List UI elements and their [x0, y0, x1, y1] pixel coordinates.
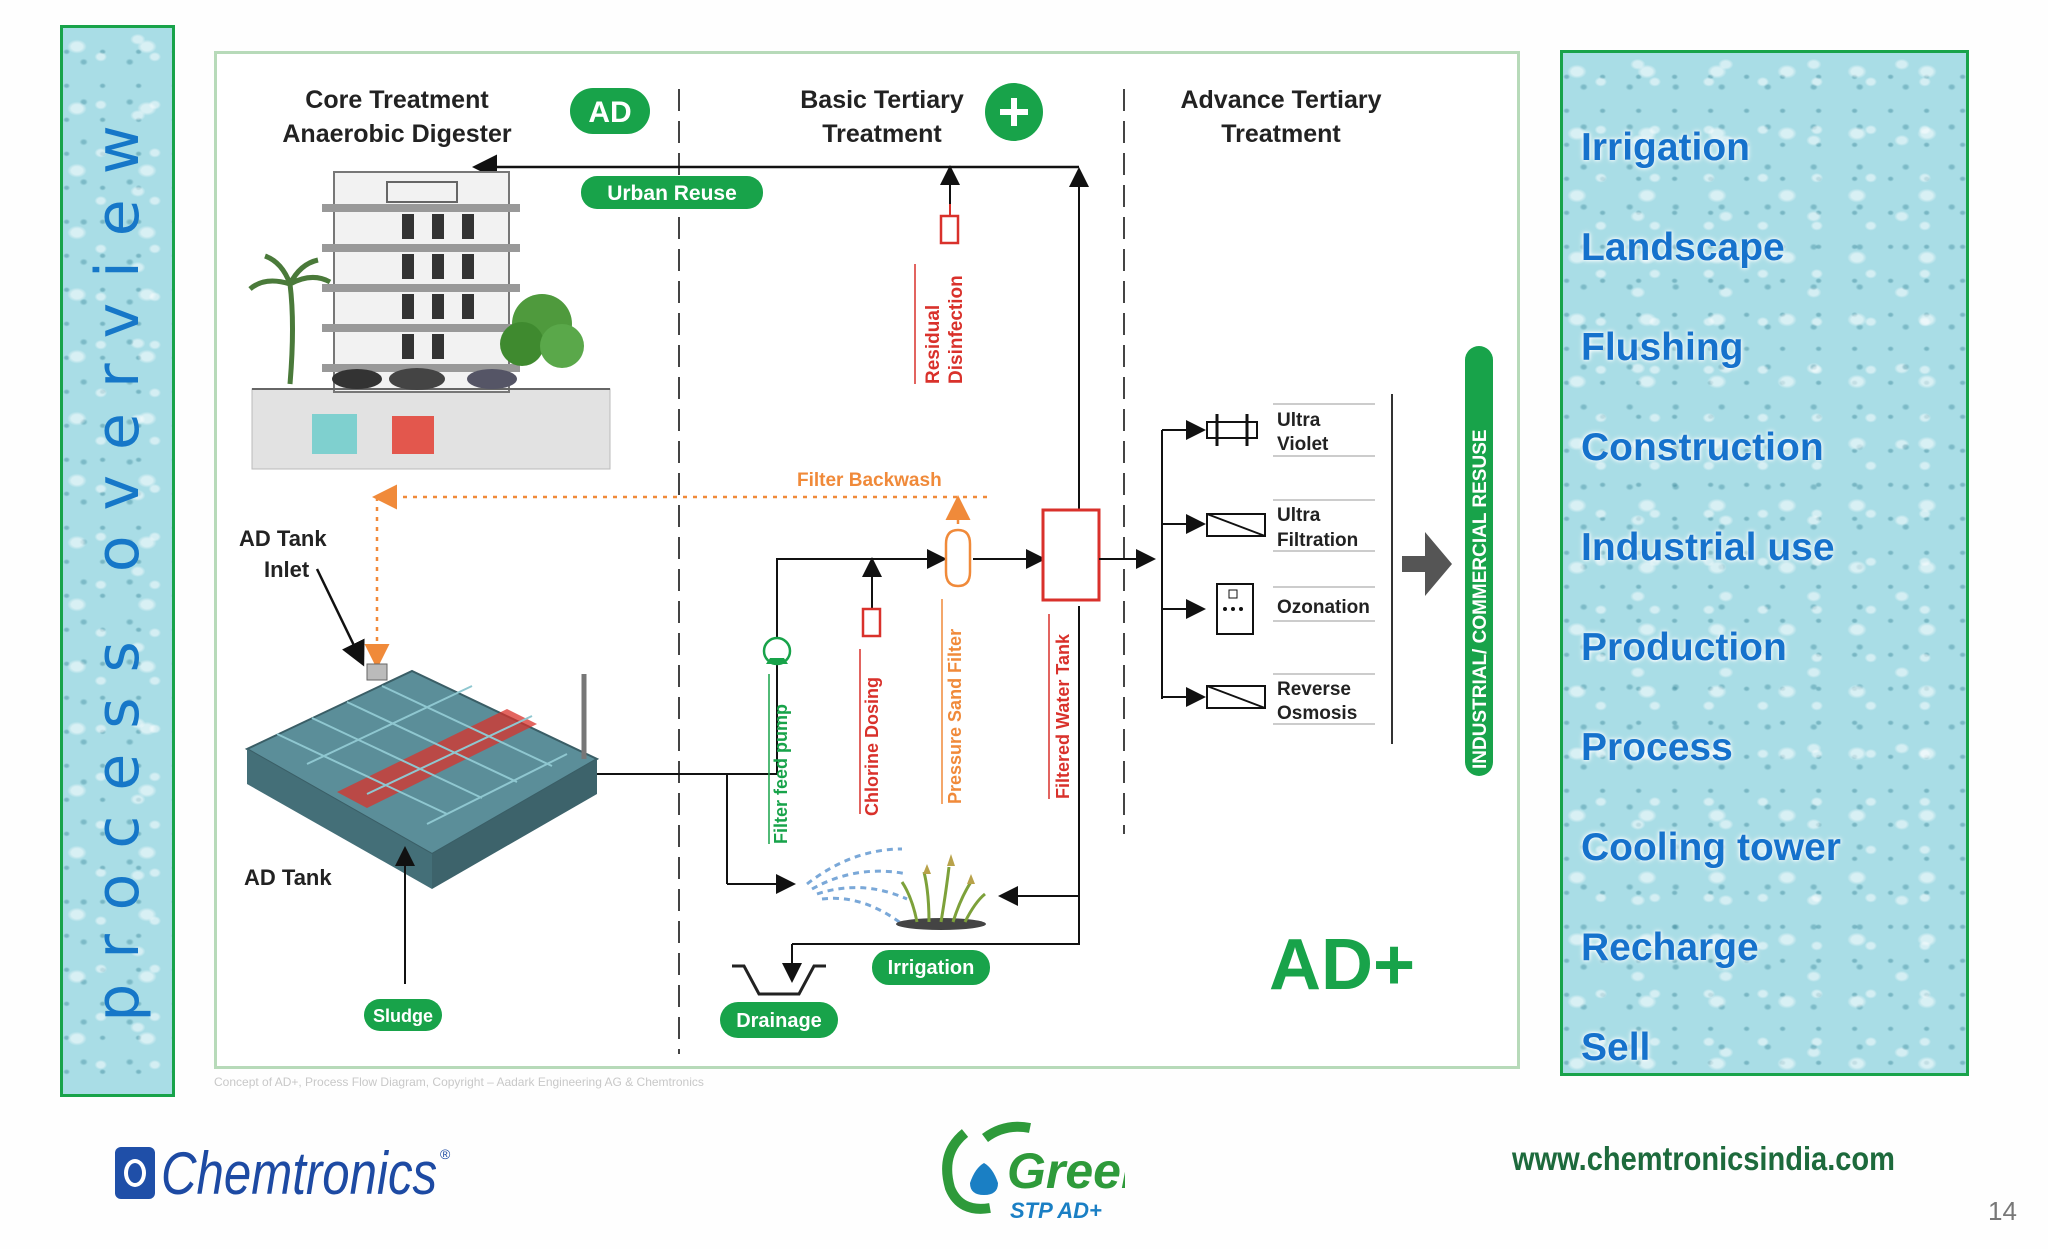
uses-list: Irrigation Landscape Flushing Constructi… [1581, 98, 1841, 1098]
registered-mark: ® [440, 1146, 451, 1162]
ozonation-label: Ozonation [1277, 597, 1370, 618]
uf-icon [1206, 513, 1266, 537]
industrial-reuse-bar [1465, 346, 1493, 776]
pressure-sand-filter-label: Pressure Sand Filter [945, 629, 965, 804]
plus-icon [1000, 98, 1028, 126]
ad-badge [570, 88, 650, 134]
uv-label-line1: Ultra [1277, 410, 1321, 431]
sprinkler-icon [806, 847, 908, 926]
ad-plus-mark: AD+ [1269, 925, 1415, 1005]
uf-label-line1: Ultra [1277, 505, 1321, 526]
col1-title-line1: Core Treatment [305, 86, 489, 114]
use-item: Flushing [1581, 326, 1744, 369]
filter-feed-pump-label: Filter feed pump [771, 704, 791, 844]
use-item: Industrial use [1581, 526, 1835, 569]
building-illustration [248, 171, 611, 470]
pump-base [766, 658, 788, 664]
uv-label-line2: Violet [1277, 434, 1329, 455]
use-item: Cooling tower [1581, 826, 1841, 869]
residual-label: Residual [923, 305, 944, 384]
ad-badge-label: AD [588, 96, 631, 129]
page-number: 14 [1988, 1196, 2017, 1226]
disinfection-dosing-icon [939, 214, 960, 245]
industrial-reuse-label: INDUSTRIAL/ COMMERCIAL RESUSE [1470, 429, 1491, 769]
irrigation-label: Irrigation [888, 957, 975, 979]
use-item: Landscape [1581, 226, 1785, 269]
ro-label-line1: Reverse [1277, 679, 1351, 700]
use-item: Production [1581, 626, 1787, 669]
pressure-sand-filter-icon [944, 528, 972, 588]
urban-reuse-badge [581, 176, 763, 209]
uses-panel: Irrigation Landscape Flushing Constructi… [1560, 50, 1969, 1076]
col2-title-line2: Treatment [822, 120, 942, 148]
water-drop-icon [970, 1163, 998, 1195]
drainage-badge [720, 1002, 838, 1038]
uf-label-line2: Filtration [1277, 530, 1358, 551]
ro-label-line2: Osmosis [1277, 703, 1357, 724]
chemtronics-logo: Chemtronics ® [115, 1138, 498, 1208]
green-logo-sub: STP AD+ [1010, 1198, 1102, 1223]
drainage-label: Drainage [736, 1010, 822, 1032]
ad-tank-illustration [244, 663, 600, 889]
use-item: Recharge [1581, 926, 1759, 969]
pipe-to-pump [727, 661, 778, 775]
irrigation-badge [872, 950, 990, 985]
uv-icon [1206, 414, 1258, 446]
use-item: Irrigation [1581, 126, 1751, 169]
chemtronics-mark-icon [115, 1147, 155, 1199]
disinfection-label: Disinfection [946, 275, 967, 384]
filtered-water-tank-icon [1041, 508, 1101, 602]
inlet-arrow [315, 568, 365, 667]
ad-tank-inlet-line2: Inlet [264, 557, 310, 582]
reuse-arrow-icon [1402, 532, 1452, 596]
col3-title-line2: Treatment [1221, 120, 1341, 148]
chlorine-dosing-icon [861, 607, 882, 638]
col1-title-line2: Anaerobic Digester [282, 120, 512, 148]
filtered-water-tank-label: Filtered Water Tank [1053, 633, 1073, 799]
ad-tank-inlet-line1: AD Tank [239, 526, 327, 551]
green-logo-word: Green [1007, 1143, 1125, 1199]
chlorine-dosing-label: Chlorine Dosing [862, 677, 882, 816]
tank-down-line [792, 606, 1080, 945]
tank-outlet-pipe [597, 773, 728, 884]
green-leaf-icon [942, 1121, 1031, 1214]
sludge-label: Sludge [373, 1006, 433, 1026]
website-link[interactable]: www.chemtronicsindia.com [1512, 1140, 1895, 1177]
col3-title-line1: Advance Tertiary [1180, 86, 1381, 114]
drainage-icon [732, 964, 826, 996]
use-item: Sell [1581, 1026, 1651, 1069]
ro-icon [1206, 685, 1266, 709]
plants-icon [896, 854, 986, 930]
diagram-caption: Concept of AD+, Process Flow Diagram, Co… [214, 1075, 704, 1089]
ad-tank-label: AD Tank [244, 865, 332, 890]
sludge-badge [364, 999, 442, 1031]
green-stp-logo: Green STP AD+ [942, 1121, 1125, 1223]
col2-title-line1: Basic Tertiary [800, 86, 964, 114]
diagram-canvas: Core Treatment Anaerobic Digester AD Bas… [239, 83, 1493, 1054]
filter-backwash-label: Filter Backwash [797, 470, 942, 491]
use-item: Process [1581, 726, 1733, 769]
use-item: Construction [1581, 426, 1824, 469]
pump-to-filter [776, 549, 947, 644]
company-name: Chemtronics [161, 1139, 438, 1207]
urban-reuse-label: Urban Reuse [607, 182, 737, 205]
process-flow-diagram: Core Treatment Anaerobic Digester AD Bas… [214, 51, 1520, 1069]
ozonation-icon [1216, 583, 1254, 635]
vertical-title: process overview [82, 100, 153, 1022]
vertical-title-bar: process overview [60, 25, 175, 1097]
